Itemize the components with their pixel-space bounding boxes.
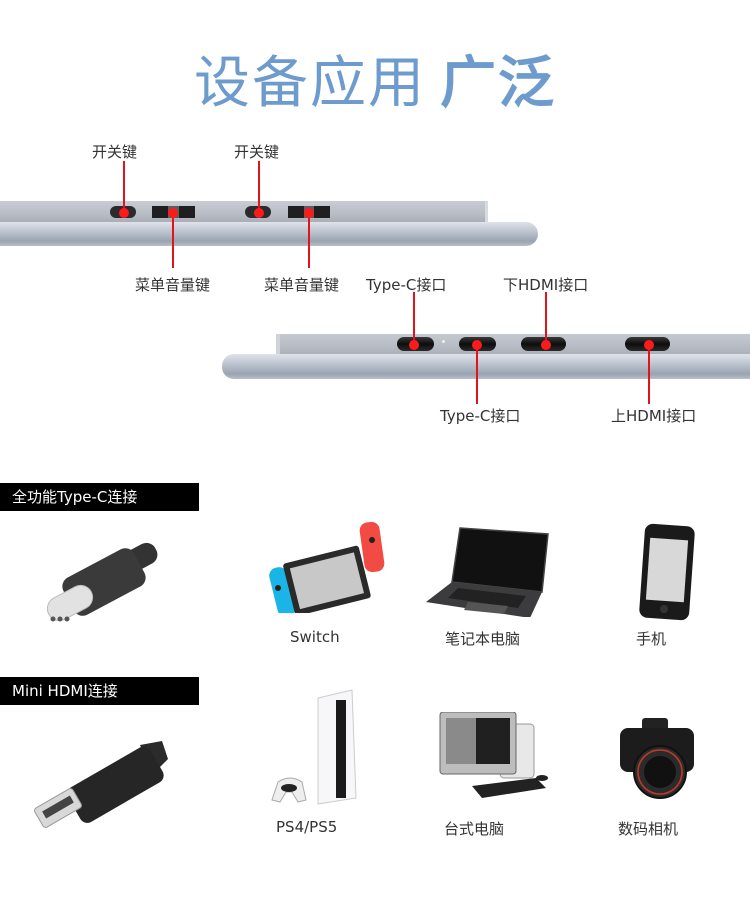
callout-line (545, 292, 547, 344)
monitor-panel-edge (276, 334, 750, 356)
callout-line (123, 161, 125, 211)
device-smartphone: 手机 (592, 518, 742, 648)
callout-line (172, 212, 174, 268)
callout-line (648, 344, 650, 404)
mini-hdmi-connector-icon (28, 735, 178, 835)
monitor-panel-edge (0, 201, 488, 223)
device-laptop: 笔记本电脑 (420, 518, 570, 648)
callout-dot (304, 208, 314, 218)
label-menu-volume-1: 菜单音量键 (135, 276, 211, 294)
label-power-key-2: 开关键 (234, 143, 280, 161)
device-switch: Switch (240, 518, 390, 648)
callout-line (413, 292, 415, 344)
device-desktop: 台式电脑 (420, 688, 570, 838)
callout-dot (254, 208, 264, 218)
digital-camera-icon (618, 716, 698, 806)
title-light: 设备应用 (194, 51, 426, 116)
callout-dot (541, 340, 551, 350)
callout-dot (168, 208, 178, 218)
callout-dot (409, 340, 419, 350)
callout-dot (472, 340, 482, 350)
callout-dot (644, 340, 654, 350)
status-led (442, 340, 445, 343)
device-ps5: PS4/PS5 (250, 688, 400, 838)
device-camera: 数码相机 (592, 688, 742, 838)
device-label: 数码相机 (618, 820, 679, 838)
device-label: 手机 (636, 630, 667, 648)
game-console-switch-icon (260, 518, 390, 613)
page-title: 设备应用广泛 (0, 38, 750, 119)
laptop-icon (422, 522, 552, 617)
callout-line (476, 344, 478, 404)
label-power-key-1: 开关键 (92, 143, 138, 161)
monitor-stand-rail (222, 354, 750, 379)
label-lower-hdmi-port: 下HDMI接口 (503, 276, 589, 294)
device-label: 台式电脑 (444, 820, 505, 838)
label-type-c-port-1: Type-C接口 (366, 276, 447, 294)
callout-line (308, 212, 310, 268)
section-header-type-c: 全功能Type-C连接 (0, 483, 199, 511)
monitor-stand-rail (0, 222, 538, 246)
smartphone-icon (636, 523, 696, 623)
device-label: PS4/PS5 (276, 818, 338, 836)
game-console-ps5-icon (270, 688, 370, 808)
label-type-c-port-2: Type-C接口 (440, 407, 521, 425)
section-header-mini-hdmi: Mini HDMI连接 (0, 677, 199, 705)
usb-c-connector-icon (20, 535, 170, 635)
label-menu-volume-2: 菜单音量键 (264, 276, 340, 294)
device-label: 笔记本电脑 (445, 630, 521, 648)
callout-dot (119, 208, 129, 218)
callout-line (258, 161, 260, 211)
title-bold: 广泛 (440, 51, 556, 116)
device-label: Switch (290, 628, 340, 646)
label-upper-hdmi-port: 上HDMI接口 (611, 407, 697, 425)
desktop-computer-icon (438, 712, 558, 802)
